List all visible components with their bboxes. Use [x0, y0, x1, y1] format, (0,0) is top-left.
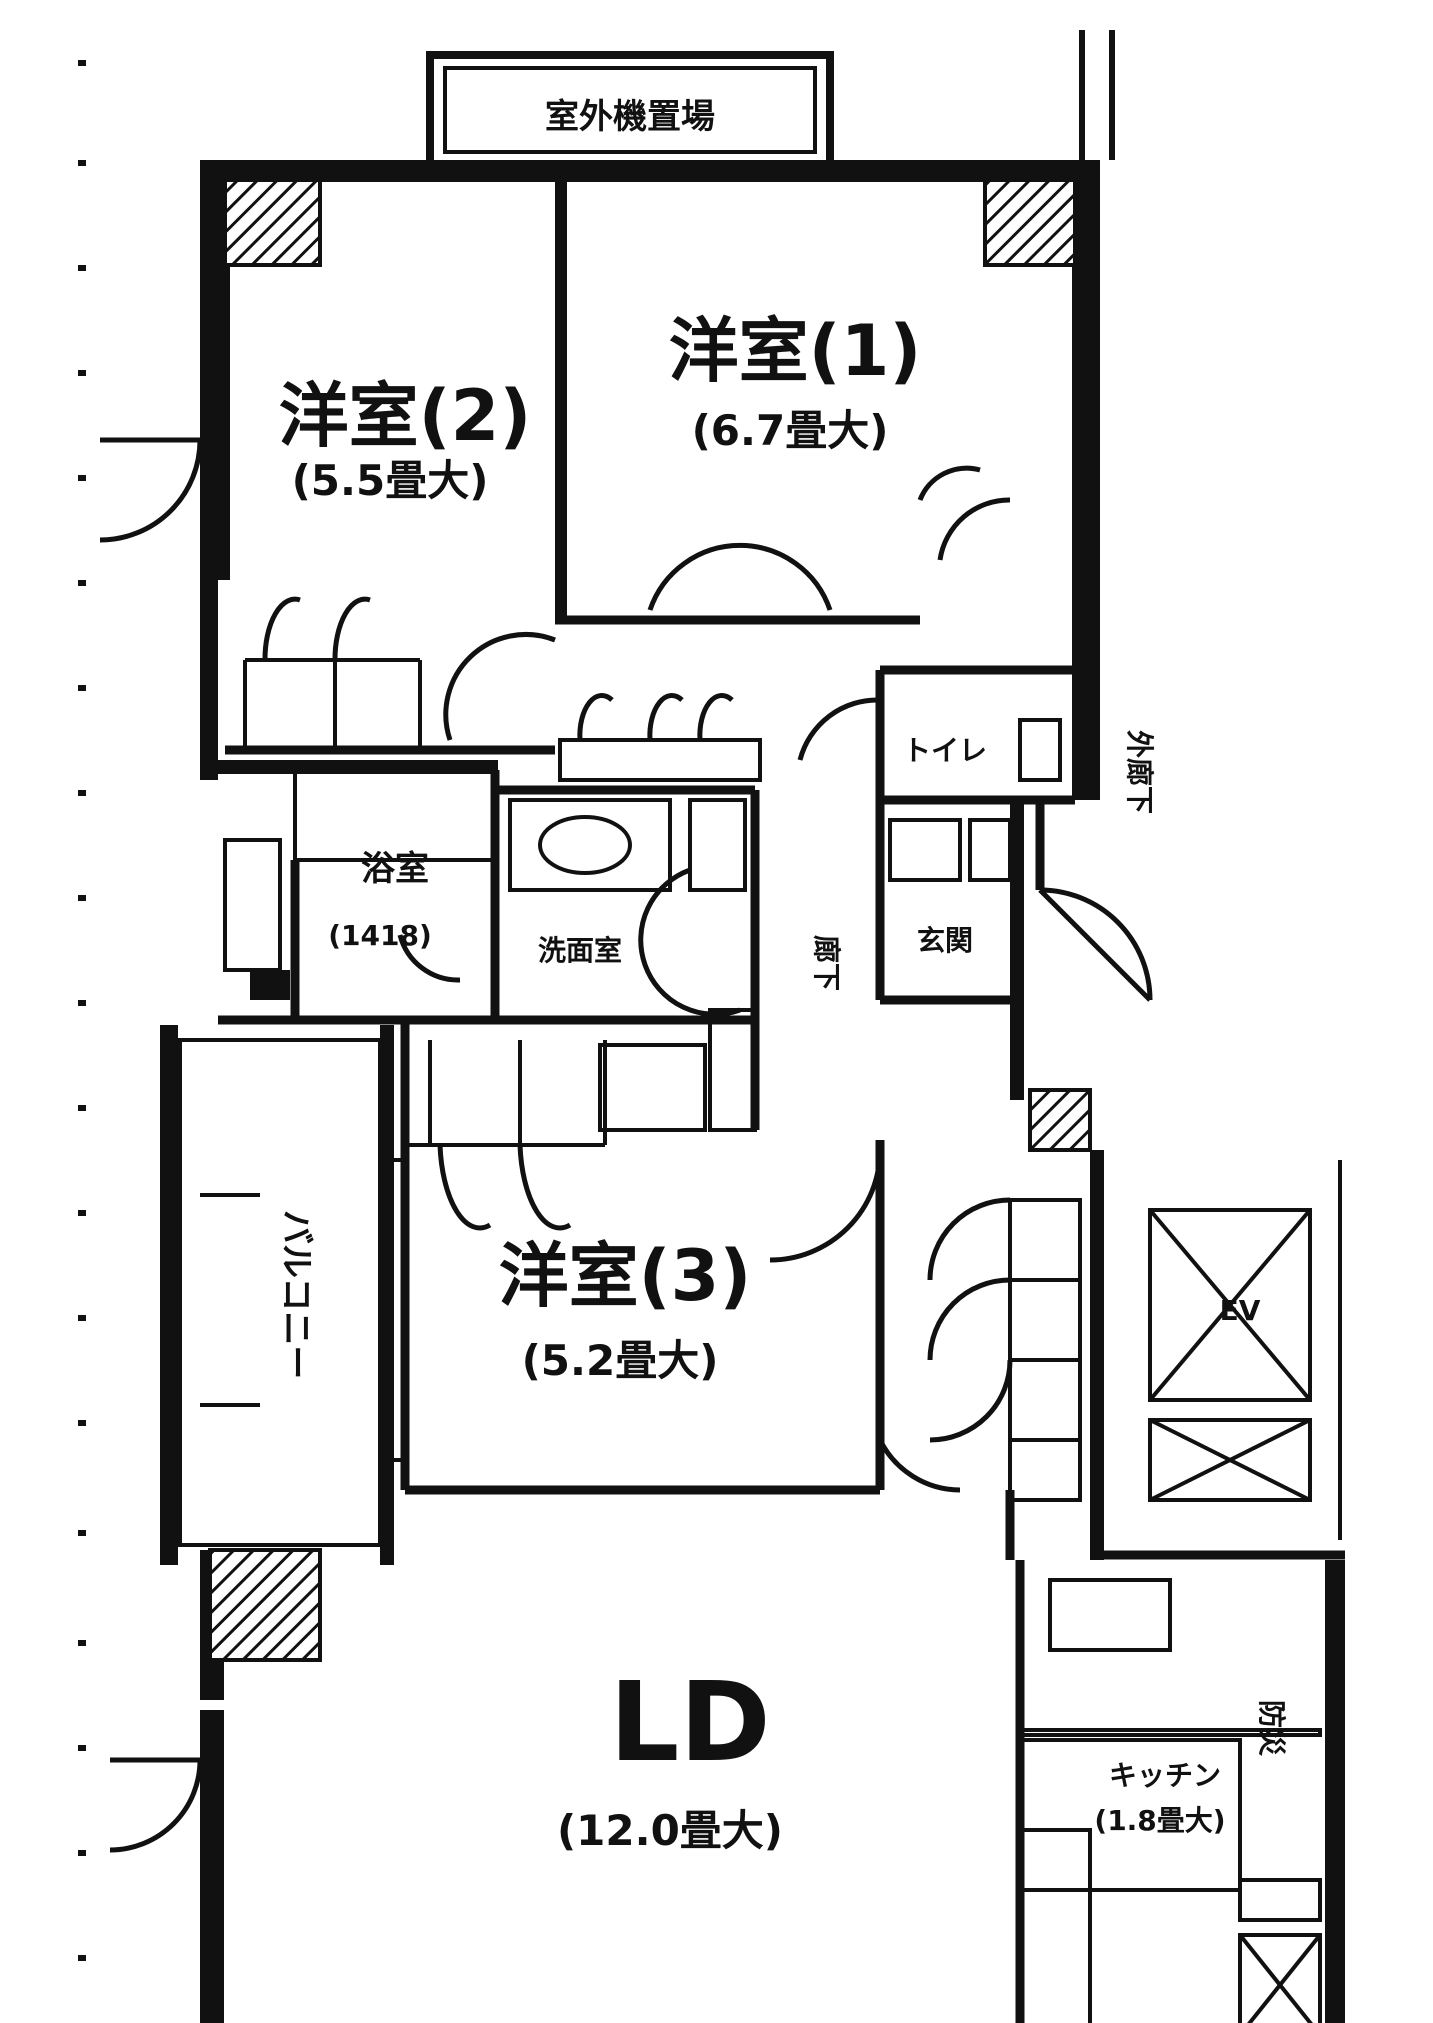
washroom-name: 洗面室 [538, 934, 622, 967]
balcony-name: バルコニー [276, 1210, 316, 1379]
outdoor-unit-label: 室外機置場 [545, 97, 715, 137]
bath-name: 浴室 [361, 849, 429, 889]
western-room-3-size: (5.2畳大) [522, 1336, 719, 1385]
living-dining-name: LD [609, 1658, 770, 1786]
door-swings [99, 437, 1153, 1853]
living-dining-size: (12.0畳大) [557, 1806, 783, 1855]
structural-columns [208, 178, 1092, 1662]
western-room-1-size: (6.7畳大) [692, 406, 889, 455]
margin-ticks [78, 60, 86, 1961]
kitchen-size: (1.8畳大) [1094, 1804, 1225, 1837]
exterior-lines [1079, 30, 1115, 160]
outer-walls [200, 160, 1345, 2023]
kitchen-name: キッチン [1109, 1759, 1221, 1792]
outdoor-unit-area: 室外機置場 [426, 51, 834, 169]
room-labels: 洋室(2) (5.5畳大) 洋室(1) (6.7畳大) 洋室(3) (5.2畳大… [276, 310, 1288, 1855]
elevator-name: EV [1220, 1294, 1261, 1327]
toilet-name: トイレ [903, 734, 987, 767]
disaster-storage-name: 防災 [1255, 1700, 1288, 1757]
western-room-2-size: (5.5畳大) [292, 456, 489, 505]
bath-size: (1418) [328, 919, 432, 952]
western-room-2-name: 洋室(2) [279, 375, 532, 457]
western-room-1-name: 洋室(1) [669, 310, 922, 392]
entrance-name: 玄関 [917, 924, 973, 957]
western-room-3-name: 洋室(3) [499, 1235, 752, 1317]
outer-corridor-name: 外廊下 [1123, 730, 1156, 814]
interior-walls [160, 180, 1345, 2023]
hallway-name: 廊下 [810, 935, 843, 991]
